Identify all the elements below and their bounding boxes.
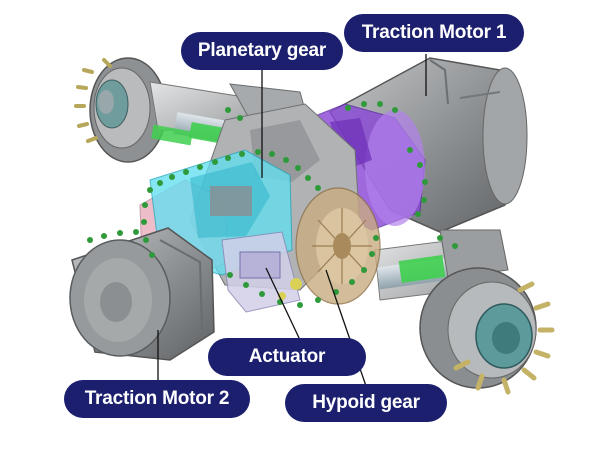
planetary-gear-label: Planetary gear [181,32,343,70]
traction-motor-1-label: Traction Motor 1 [344,14,524,52]
traction-motor-2-label: Traction Motor 2 [64,380,250,418]
hypoid-gear-label: Hypoid gear [285,384,447,422]
right-axle [374,229,509,301]
hypoid-gear [295,187,381,305]
bolt-markers [87,101,458,308]
right-front-wheel-hub [419,267,555,395]
traction-motor-2 [69,227,215,361]
actuator-label: Actuator [208,338,366,376]
left-rear-wheel-hub [74,57,167,163]
actuator-unit [221,231,302,313]
